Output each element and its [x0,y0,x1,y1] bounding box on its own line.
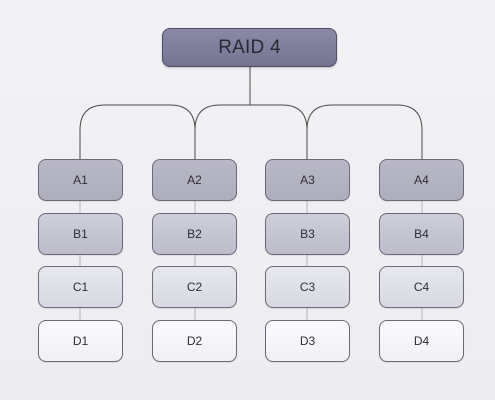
block-b1: B1 [38,213,123,255]
block-d1: D1 [38,320,123,362]
block-c1: C1 [38,266,123,308]
block-d2: D2 [152,320,237,362]
block-a1: A1 [38,159,123,201]
block-a3: A3 [265,159,350,201]
block-b4: B4 [379,213,464,255]
block-b3: B3 [265,213,350,255]
block-c2: C2 [152,266,237,308]
block-a4: A4 [379,159,464,201]
block-b2: B2 [152,213,237,255]
raid-title-node: RAID 4 [162,28,337,67]
block-a2: A2 [152,159,237,201]
block-d3: D3 [265,320,350,362]
block-d4: D4 [379,320,464,362]
root-branch-line [79,104,423,159]
block-c3: C3 [265,266,350,308]
block-c4: C4 [379,266,464,308]
